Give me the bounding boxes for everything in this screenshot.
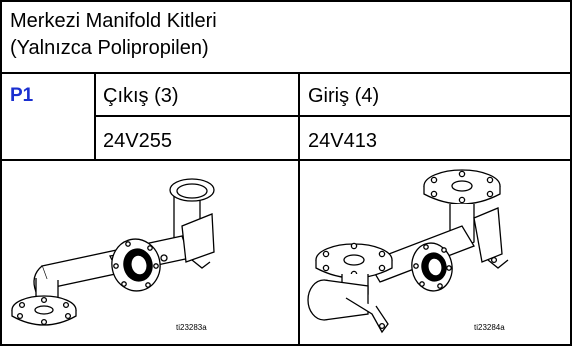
inlet-part-number: 24V413 [308, 130, 377, 152]
outlet-inlet-divider [298, 74, 300, 346]
title-divider [2, 72, 570, 74]
outlet-header: Çıkış (3) [103, 85, 179, 107]
label-column-divider [94, 74, 96, 159]
inlet-header: Giriş (4) [308, 85, 380, 107]
title-line-1: Merkezi Manifold Kitleri [10, 10, 217, 32]
outlet-figure-code: ti23283a [176, 323, 207, 332]
table-title: Merkezi Manifold Kitleri (Yalnızca Polip… [10, 8, 217, 62]
header-divider [94, 115, 570, 117]
row-label-p1: P1 [10, 85, 34, 106]
title-line-2: (Yalnızca Polipropilen) [10, 37, 209, 59]
part-divider [2, 159, 570, 161]
outlet-manifold-drawing: ti23283a [11, 178, 215, 332]
inlet-figure-code: ti23284a [474, 323, 505, 332]
outlet-part-number: 24V255 [103, 130, 172, 152]
inlet-manifold-drawing: ti23284a [307, 169, 509, 334]
